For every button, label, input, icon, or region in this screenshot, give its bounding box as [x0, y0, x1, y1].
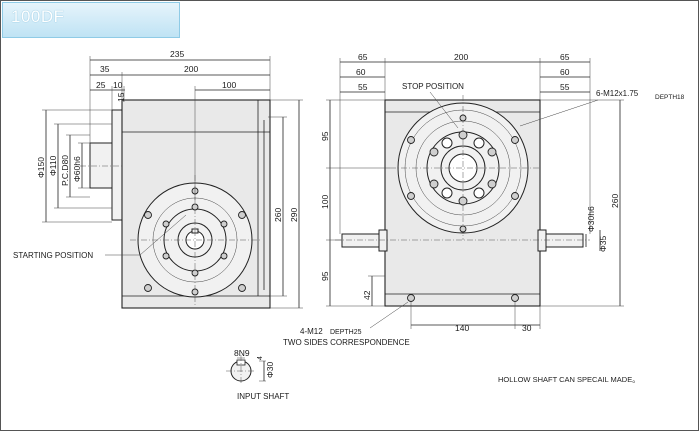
label-thread-6-depth: DEPTH18	[655, 94, 685, 101]
dim-shaft-phi35: Φ35	[598, 235, 608, 252]
dim-right-right-60: 60	[560, 67, 570, 77]
dim-pcd80: P.C.D80	[60, 155, 70, 186]
label-thread-4-depth: DEPTH25	[330, 329, 362, 336]
input-shaft-diameter: Φ30	[265, 361, 275, 378]
dim-right-right-65: 65	[560, 52, 570, 62]
label-stop-position: STOP POSITION	[402, 82, 464, 91]
dim-right-left-60: 60	[356, 67, 366, 77]
dim-height-290: 290	[289, 208, 299, 222]
input-shaft-depth: 4	[257, 356, 264, 360]
label-thread-6: 6-M12x1.75	[596, 89, 639, 98]
input-boss	[89, 142, 113, 189]
title-tab: 100DF	[2, 2, 180, 38]
dim-right-height-260: 260	[610, 194, 620, 208]
input-shaft-key: 8N9	[234, 348, 250, 358]
label-input-shaft: INPUT SHAFT	[237, 392, 289, 401]
dim-height-260: 260	[273, 208, 283, 222]
dim-shaft-phi30h6: Φ30h6	[586, 206, 596, 232]
dim-h42: 42	[362, 290, 372, 300]
right-view: 65 200 65 60 60 55 55 95 100 95 42 140	[283, 52, 685, 347]
dim-phi110: Φ110	[48, 155, 58, 176]
model-title: 100DF	[11, 7, 65, 26]
dim-offset-25: 25	[96, 80, 106, 90]
footer-note: HOLLOW SHAFT CAN SPECAIL MADE。	[498, 375, 640, 384]
dim-phi150: Φ150	[36, 157, 46, 178]
dim-right-left-65: 65	[358, 52, 368, 62]
dim-right-right-55: 55	[560, 82, 570, 92]
label-thread-4: 4-M12	[300, 327, 323, 336]
dim-h30: 30	[522, 323, 532, 333]
dim-v100: 100	[320, 195, 330, 209]
dim-right-left-55: 55	[358, 82, 368, 92]
dim-depth-100: 100	[222, 80, 236, 90]
dim-phi60h6: Φ60h6	[72, 156, 82, 182]
dim-right-top-200: 200	[454, 52, 468, 62]
left-shaft	[341, 233, 380, 248]
left-view: 235 35 200 25 10 100 15 Φ150 Φ110 P.C.D8…	[13, 49, 303, 309]
dim-offset-10: 10	[113, 80, 123, 90]
dim-v95-bot: 95	[320, 271, 330, 281]
dim-small-15: 15	[116, 92, 126, 102]
input-shaft-detail: 8N9 4 Φ30 INPUT SHAFT	[226, 348, 289, 401]
dim-v95-top: 95	[320, 131, 330, 141]
dim-overall-width: 235	[170, 49, 184, 59]
dim-offset-35: 35	[100, 64, 110, 74]
label-two-sides: TWO SIDES CORRESPONDENCE	[283, 338, 410, 347]
right-shaft	[545, 233, 584, 248]
label-starting-position: STARTING POSITION	[13, 251, 93, 260]
dim-body-width: 200	[184, 64, 198, 74]
dim-h140: 140	[455, 323, 469, 333]
